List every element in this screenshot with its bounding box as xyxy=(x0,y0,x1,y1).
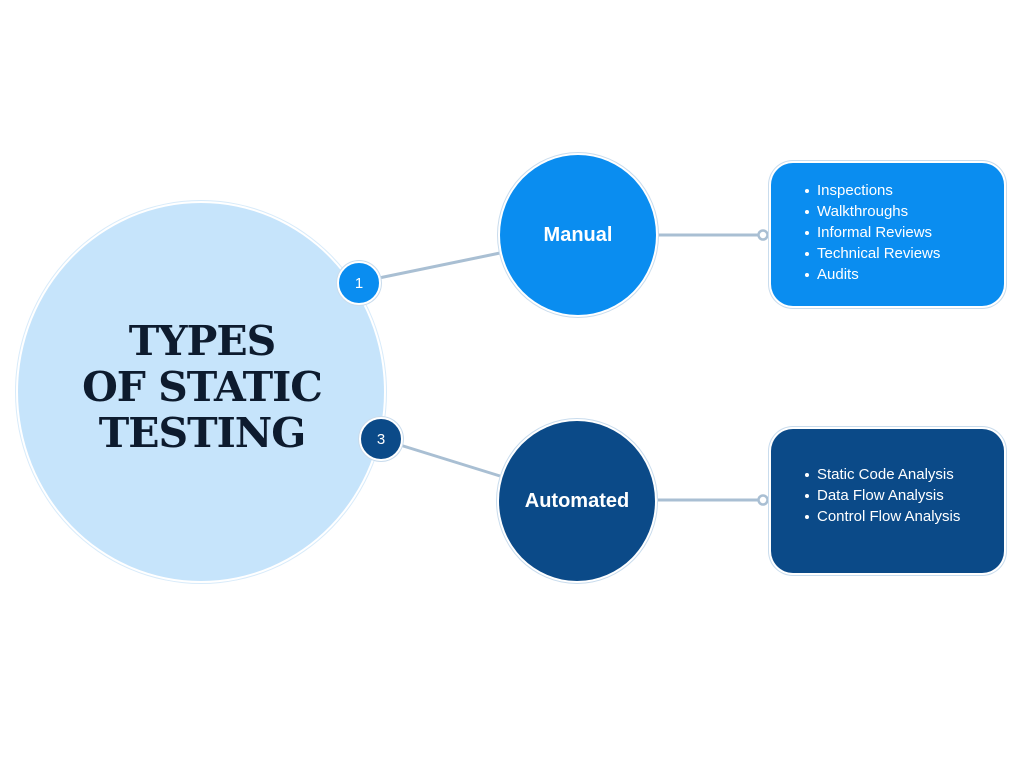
main-title-line: OF STATIC xyxy=(82,363,323,411)
category-node-manual: Manual xyxy=(500,155,656,315)
list-item: Static Code Analysis xyxy=(771,464,1004,485)
list-item: Control Flow Analysis xyxy=(771,506,1004,527)
list-item: Audits xyxy=(771,264,1004,285)
details-list-automated: Static Code Analysis Data Flow Analysis … xyxy=(771,429,1004,527)
list-item: Data Flow Analysis xyxy=(771,485,1004,506)
main-topic-circle xyxy=(18,203,384,581)
list-item: Walkthroughs xyxy=(771,201,1004,222)
connector-badge-1-to-manual xyxy=(378,251,501,280)
details-box-automated: Static Code Analysis Data Flow Analysis … xyxy=(771,429,1004,573)
badge-manual-number: 1 xyxy=(337,261,381,305)
connector-end-dot-manual xyxy=(757,229,769,241)
category-label-manual: Manual xyxy=(543,223,613,246)
main-title-line: TESTING xyxy=(98,409,307,457)
connector-end-dot-automated xyxy=(757,494,769,506)
details-box-manual: Inspections Walkthroughs Informal Review… xyxy=(771,163,1004,306)
badge-automated-number: 3 xyxy=(359,417,403,461)
details-list-manual: Inspections Walkthroughs Informal Review… xyxy=(771,163,1004,285)
category-label-automated: Automated xyxy=(524,489,630,512)
main-title: TYPES OF STATIC TESTING xyxy=(60,318,344,456)
list-item: Inspections xyxy=(771,180,1004,201)
category-node-automated: Automated xyxy=(499,421,655,581)
main-title-line: TYPES xyxy=(128,317,276,365)
list-item: Informal Reviews xyxy=(771,222,1004,243)
list-item: Technical Reviews xyxy=(771,243,1004,264)
connector-badge-3-to-automated xyxy=(399,443,501,478)
